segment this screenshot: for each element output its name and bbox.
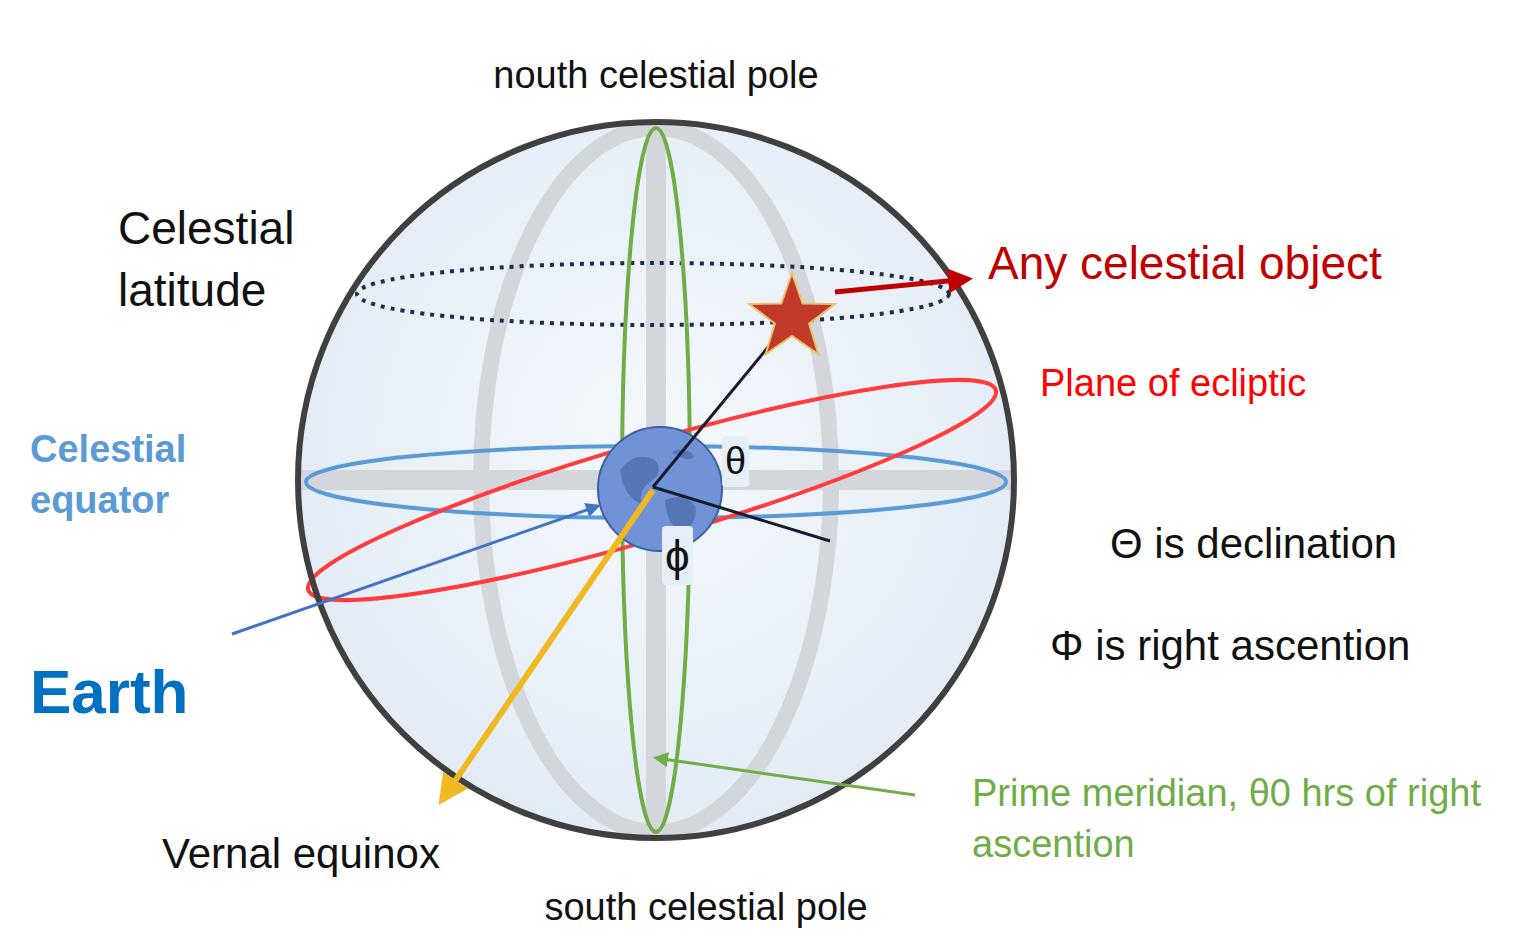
ecliptic-label: Plane of ecliptic	[1040, 358, 1306, 409]
meridian-pointer	[656, 758, 915, 795]
legend-note: Φ is right ascention	[1050, 618, 1410, 675]
grid-meridian	[481, 128, 831, 832]
object-label: Any celestial object	[988, 232, 1382, 294]
celestial-star	[749, 273, 835, 354]
equinox-label: Vernal equinox	[162, 826, 440, 883]
angle-symbol: ϕ	[662, 526, 693, 585]
earth-label: Earth	[30, 650, 188, 734]
pole-label: south celestial pole	[544, 882, 867, 933]
equator-label: Celestial equator	[30, 424, 230, 527]
sphere-outline	[298, 122, 1014, 838]
legend-note: Θ is declination	[1110, 516, 1397, 573]
latitude-circle	[357, 263, 949, 325]
earth-pointer	[232, 506, 598, 634]
object-pointer	[835, 279, 968, 292]
latitude-label: Celestial latitude	[118, 197, 348, 321]
meridian-label: Prime meridian, θ0 hrs of right ascentio…	[972, 768, 1512, 871]
sphere-fill	[298, 122, 1014, 838]
angle-symbol: θ	[722, 436, 749, 487]
equinox-arrow	[442, 490, 653, 800]
pole-label: nouth celestial pole	[493, 50, 818, 101]
